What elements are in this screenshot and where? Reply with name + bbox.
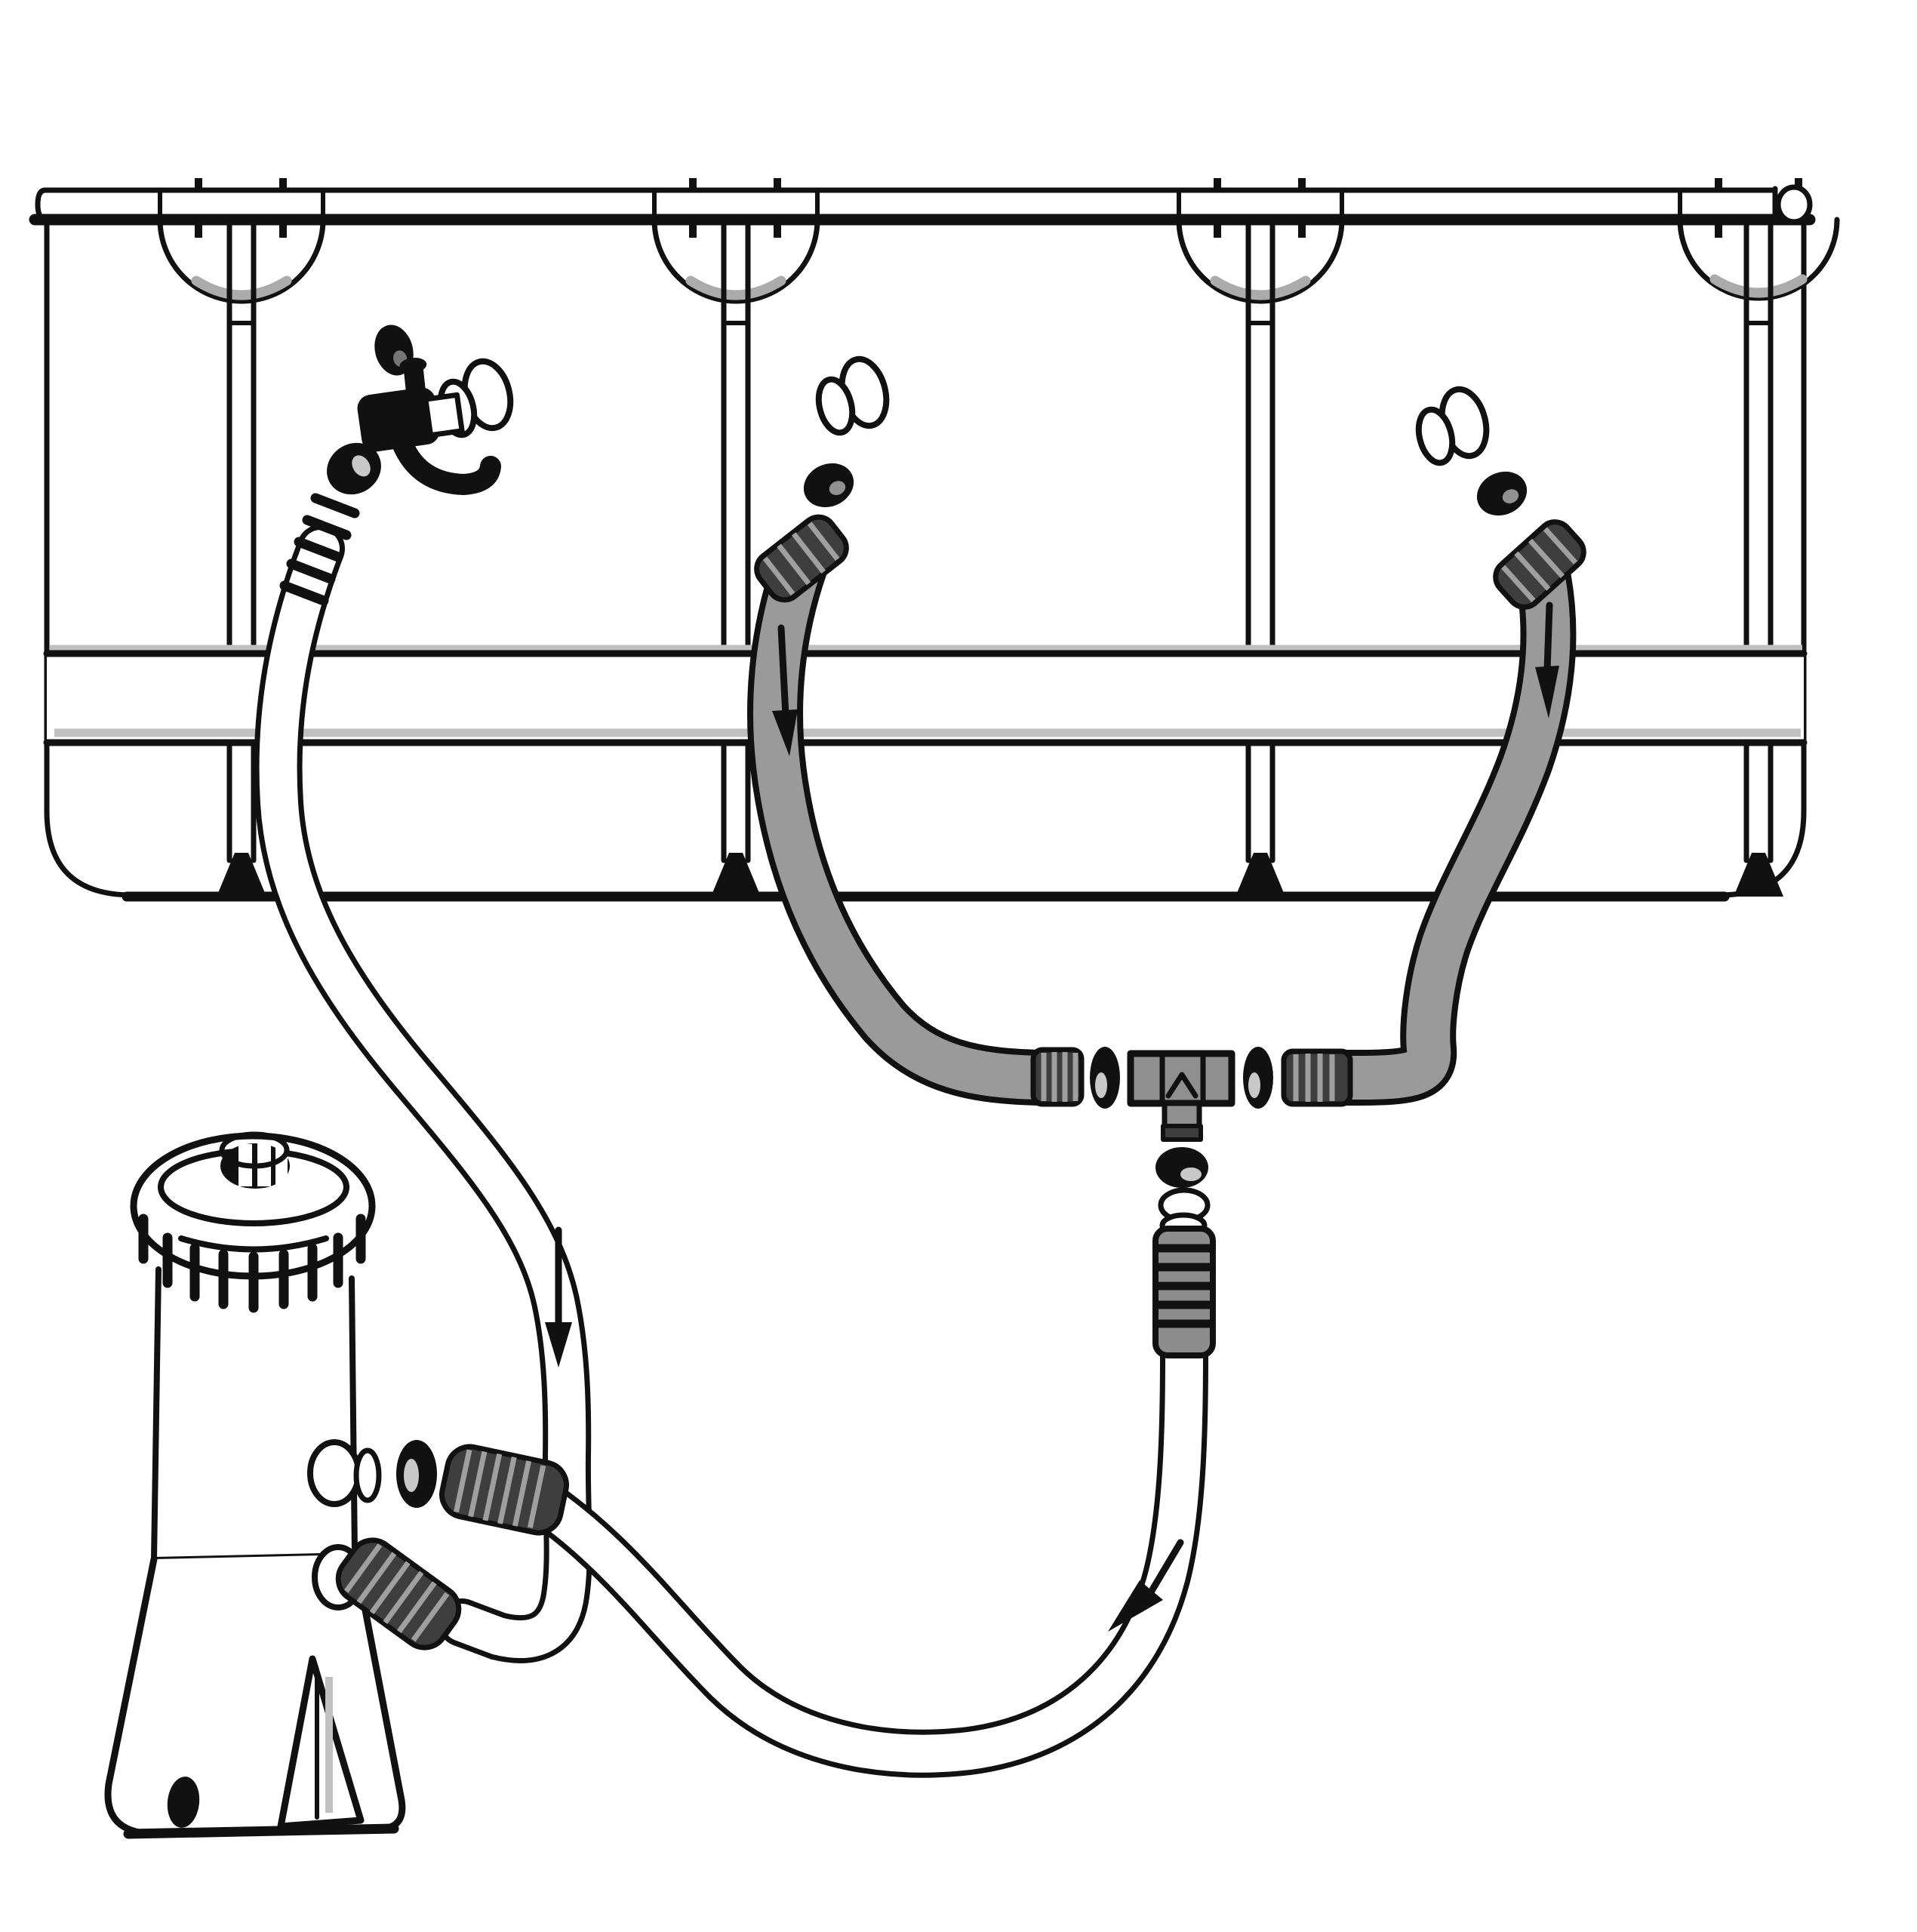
- wall-fitting-left: [327, 325, 514, 495]
- pump-cap: [130, 1132, 376, 1313]
- filter-pump: [104, 1131, 569, 1839]
- riser-ribbed-hose: [1152, 1226, 1216, 1358]
- pump-body: [154, 1269, 355, 1559]
- hose-ribbed-end: [1493, 519, 1586, 610]
- tee-fitting: [1127, 1050, 1235, 1142]
- leg-assembly: [1677, 178, 1840, 897]
- tee-stub-end: [1161, 1124, 1203, 1142]
- collar-nut-right: [1243, 1047, 1273, 1109]
- pump-upper-port: [307, 1439, 569, 1536]
- hose-nut: [327, 442, 381, 495]
- pool-frame: [29, 178, 1840, 902]
- wall-fitting-middle: [803, 355, 890, 508]
- leg-foot: [711, 853, 761, 897]
- pump-lower-port: [312, 1537, 462, 1651]
- threaded-connector: [439, 1444, 569, 1536]
- collar-nut-left: [1090, 1047, 1120, 1109]
- hose-cap: [1476, 471, 1528, 516]
- jet-nozzle-outline: [1415, 386, 1490, 466]
- threaded-end-left: [1030, 1047, 1085, 1107]
- wall-fitting-right: [1415, 386, 1528, 516]
- hose-right-gray: [1291, 519, 1586, 1106]
- tee-chevron: [1165, 1072, 1199, 1099]
- valve-outlet-hook: [392, 435, 501, 495]
- air-release-knob: [219, 1131, 290, 1189]
- flow-arrow: [1535, 601, 1559, 718]
- middle-band: [43, 645, 1808, 746]
- leg-foot: [1235, 853, 1285, 897]
- rail-end-cap: [1775, 184, 1813, 225]
- hose-bottom-white: [524, 1333, 1208, 1778]
- leg-assembly: [1176, 178, 1345, 897]
- leg-assembly: [651, 178, 820, 897]
- leg-foot: [1734, 853, 1783, 897]
- base-vent-triangle: [277, 1655, 365, 1830]
- flow-arrow: [545, 1226, 572, 1367]
- wall-left-edge: [44, 217, 135, 898]
- leg-assembly: [157, 178, 326, 897]
- plunger-valve: [357, 357, 501, 495]
- hose-middle-gray: [747, 514, 1068, 1106]
- hose-ribbed-end: [279, 493, 360, 606]
- hose-ribbed-end: [754, 514, 849, 603]
- leg-foot: [217, 853, 266, 897]
- hose-cap: [803, 463, 854, 508]
- tee-assembly: [1030, 1047, 1353, 1358]
- riser-nut: [1155, 1147, 1208, 1188]
- hose-left-white: [254, 493, 592, 1663]
- flow-arrow: [772, 624, 798, 756]
- jet-nozzle-outline: [815, 355, 890, 436]
- base-foot-peg: [167, 1777, 200, 1828]
- threaded-end-right: [1281, 1048, 1353, 1107]
- flow-arrow: [1108, 1539, 1184, 1632]
- valve-port: [423, 392, 465, 438]
- threaded-connector: [335, 1537, 462, 1651]
